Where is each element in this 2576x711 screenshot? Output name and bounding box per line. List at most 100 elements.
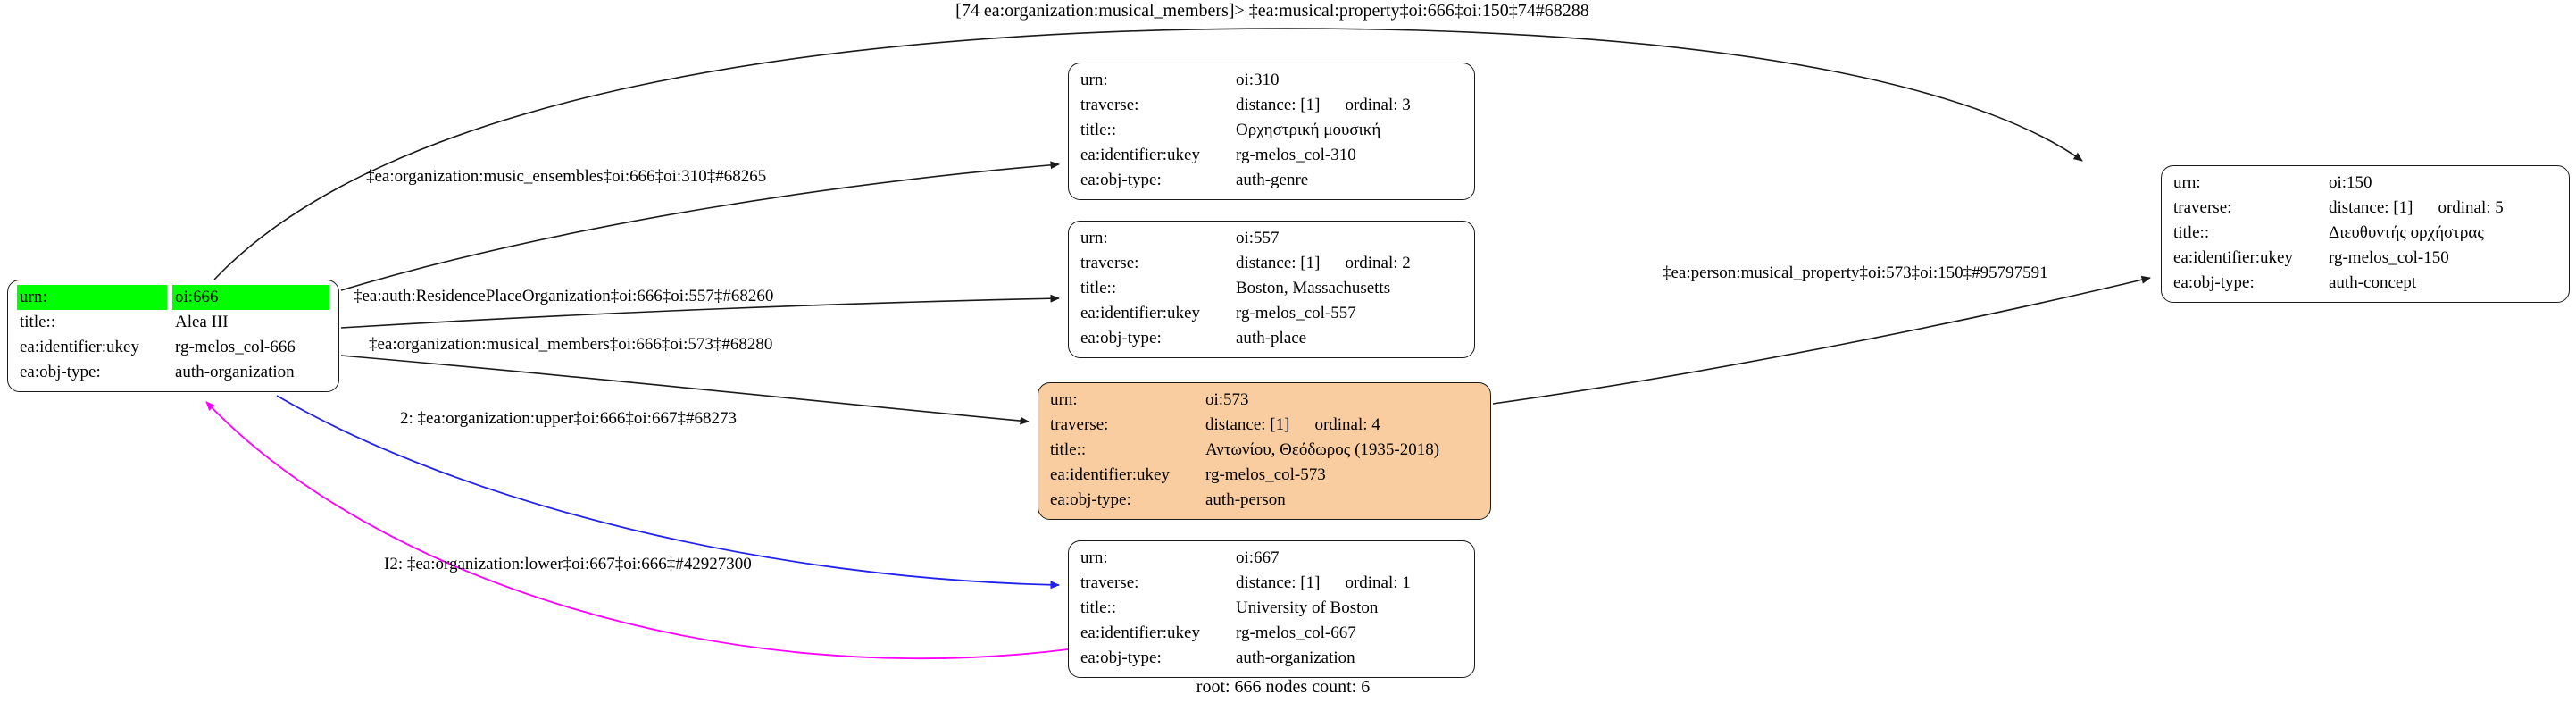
field-value: Διευθυντής ορχήστρας [2329, 223, 2484, 242]
node-row: ea:identifier:ukey rg-melos_col-557 [1069, 301, 1474, 326]
node-573[interactable]: urn: oi:573 traverse: distance: [1] ordin… [1038, 382, 1491, 520]
field-label: urn: [1080, 229, 1108, 247]
field-value: oi:150 [2329, 173, 2372, 192]
field-label: ea:identifier:ukey [20, 338, 139, 356]
node-row: ea:obj-type: auth-place [1069, 326, 1474, 351]
field-label: traverse: [1080, 573, 1139, 592]
field-label: urn: [17, 285, 167, 310]
field-value: auth-place [1236, 329, 1307, 347]
field-value: University of Boston [1236, 598, 1379, 617]
field-label: title:: [1080, 121, 1117, 139]
top-edge-label: [74 ea:organization:musical_members]> ‡e… [955, 1, 1589, 21]
field-label: ea:obj-type: [2173, 273, 2255, 292]
field-label: title:: [20, 313, 56, 331]
field-label: title:: [1050, 440, 1087, 459]
field-label: ea:identifier:ukey [1080, 623, 1200, 642]
field-value: distance: [1]ordinal: 2 [1233, 251, 1465, 276]
distance-value: distance: [1] [2329, 198, 2413, 217]
field-label: urn: [2173, 173, 2201, 192]
node-row: title:: Αντωνίου, Θεόδωρος (1935-2018) [1038, 438, 1490, 463]
ordinal-value: ordinal: 1 [1345, 573, 1411, 592]
node-row: title:: Boston, Massachusetts [1069, 276, 1474, 301]
node-row: ea:identifier:ukey rg-melos_col-150 [2162, 246, 2569, 271]
field-value: distance: [1] ordinal: 3 [1233, 93, 1465, 118]
node-row: ea:obj-type: auth-organization [8, 360, 338, 385]
field-value: distance: [1] ordinal: 4 [1203, 413, 1481, 438]
field-value: oi:667 [1236, 548, 1280, 567]
node-row: title:: Alea III [8, 310, 338, 335]
distance-value: distance: [1] [1205, 415, 1290, 434]
node-row: traverse: distance: [1]ordinal: 5 [2162, 196, 2569, 221]
field-label: ea:identifier:ukey [1080, 146, 1200, 164]
node-row: traverse: distance: [1] ordinal: 4 [1038, 413, 1490, 438]
node-row: urn: oi:667 [1069, 546, 1474, 571]
node-557[interactable]: urn: oi:557 traverse: distance: [1]ordin… [1068, 221, 1475, 358]
edge-lower [205, 401, 1069, 660]
field-label: title:: [1080, 598, 1117, 617]
field-value: Αντωνίου, Θεόδωρος (1935-2018) [1205, 440, 1440, 459]
field-value: distance: [1]ordinal: 5 [2326, 196, 2560, 221]
field-label: ea:obj-type: [1080, 171, 1162, 189]
field-value: auth-genre [1236, 171, 1309, 189]
field-value: oi:557 [1236, 229, 1280, 247]
distance-value: distance: [1] [1236, 96, 1321, 114]
field-label: ea:obj-type: [1080, 648, 1162, 667]
field-label: urn: [1050, 390, 1078, 409]
field-value: rg-melos_col-150 [2329, 248, 2449, 267]
field-value: rg-melos_col-667 [1236, 623, 1356, 642]
node-310[interactable]: urn: oi:310 traverse: distance: [1]ordin… [1068, 63, 1475, 200]
field-label: ea:identifier:ukey [2173, 248, 2293, 267]
field-label: ea:identifier:ukey [1050, 465, 1170, 484]
node-row: ea:identifier:ukey rg-melos_col-573 [1038, 463, 1490, 488]
node-row: traverse: distance: [1] ordinal: 1 [1069, 571, 1474, 596]
node-row: traverse: distance: [1] ordinal: 3 [1069, 93, 1474, 118]
edge-label-person-musical-property: ‡ea:person:musical_property‡oi:573‡oi:15… [1663, 263, 2048, 282]
field-value: rg-melos_col-557 [1236, 304, 1356, 322]
field-value: distance: [1] ordinal: 1 [1233, 571, 1465, 596]
edge-label-music-ensembles: ‡ea:organization:music_ensembles‡oi:666‡… [366, 167, 767, 186]
node-row: urn: oi:573 [1038, 388, 1490, 413]
edge-person-musical-property [1492, 275, 2151, 405]
node-row: title:: University of Boston [1069, 596, 1474, 621]
ordinal-value: ordinal: 3 [1345, 96, 1411, 114]
node-row: title:: Ορχηστρική μουσική [1069, 118, 1474, 143]
field-label: traverse: [1080, 254, 1139, 272]
field-label: title:: [1080, 279, 1117, 297]
distance-value: distance: [1] [1236, 573, 1321, 592]
field-value: auth-concept [2329, 273, 2417, 292]
distance-value: distance: [1] [1236, 254, 1321, 272]
field-label: traverse: [1080, 96, 1139, 114]
node-row: ea:obj-type: auth-genre [1069, 168, 1474, 193]
edge-label-residence-place: ‡ea:auth:ResidencePlaceOrganization‡oi:6… [354, 287, 774, 305]
node-row: title:: Διευθυντής ορχήστρας [2162, 221, 2569, 246]
field-value: auth-organization [175, 363, 295, 381]
field-value: oi:310 [1236, 71, 1280, 89]
field-label: title:: [2173, 223, 2210, 242]
node-row: ea:obj-type: auth-person [1038, 488, 1490, 513]
field-label: ea:obj-type: [1080, 329, 1162, 347]
node-row: urn: oi:666 [8, 285, 338, 310]
edge-label-upper: 2: ‡ea:organization:upper‡oi:666‡oi:667‡… [400, 409, 737, 428]
field-label: ea:identifier:ukey [1080, 304, 1200, 322]
field-label: ea:obj-type: [1050, 490, 1131, 509]
field-label: ea:obj-type: [20, 363, 101, 381]
field-value: oi:573 [1205, 390, 1249, 409]
node-row: ea:obj-type: auth-organization [1069, 646, 1474, 671]
field-label: traverse: [2173, 198, 2232, 217]
node-150[interactable]: urn: oi:150 traverse: distance: [1]ordin… [2161, 165, 2570, 303]
node-667[interactable]: urn: oi:667 traverse: distance: [1] ordin… [1068, 540, 1475, 678]
node-row: ea:identifier:ukey rg-melos_col-310 [1069, 143, 1474, 168]
field-label: urn: [1080, 548, 1108, 567]
field-value: rg-melos_col-666 [175, 338, 296, 356]
edge-label-lower: I2: ‡ea:organization:lower‡oi:667‡oi:666… [384, 555, 752, 573]
field-value: rg-melos_col-310 [1236, 146, 1356, 164]
field-label: traverse: [1050, 415, 1109, 434]
node-row: urn: oi:557 [1069, 226, 1474, 251]
field-value: Ορχηστρική μουσική [1236, 121, 1381, 139]
edge-label-musical-members: ‡ea:organization:musical_members‡oi:666‡… [369, 335, 773, 354]
node-666[interactable]: urn: oi:666 title:: Alea III ea:identifi… [7, 280, 339, 392]
node-row: ea:identifier:ukey rg-melos_col-667 [1069, 621, 1474, 646]
field-value: Alea III [175, 313, 229, 331]
ordinal-value: ordinal: 4 [1314, 415, 1380, 434]
